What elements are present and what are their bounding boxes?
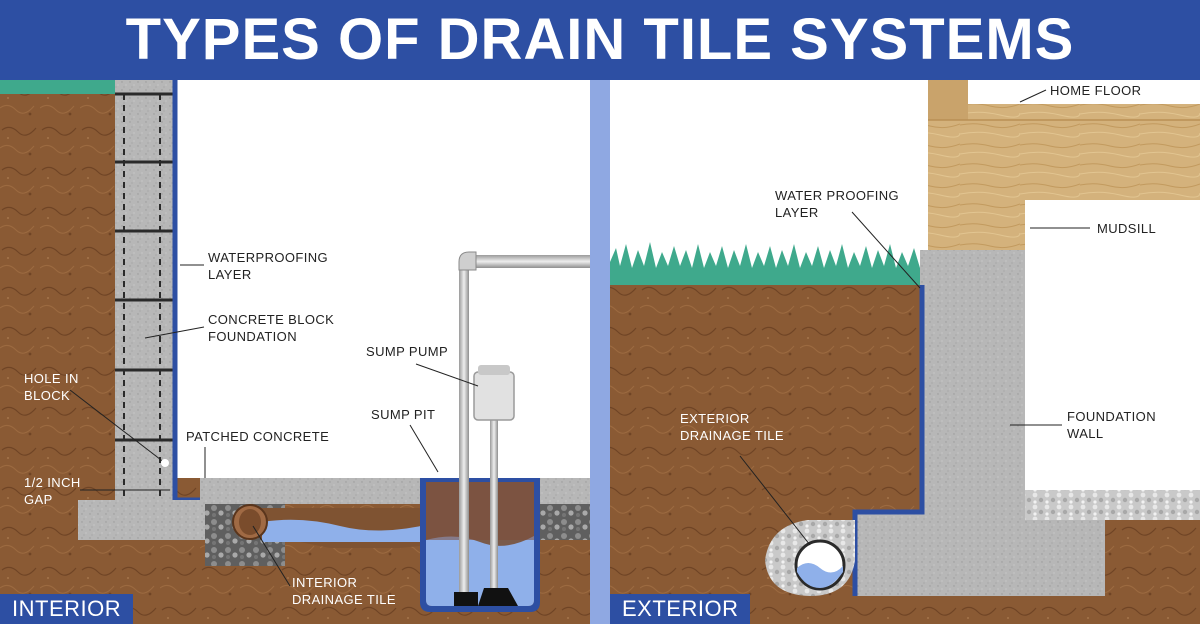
sump-pump-base-right — [478, 588, 518, 606]
interior-floor-slab-right — [534, 478, 590, 504]
gap-label-line2: GAP — [24, 492, 53, 507]
hole-in-block-marker — [161, 459, 169, 467]
concrete-block-label: CONCRETE BLOCK FOUNDATION — [208, 311, 334, 345]
concrete-block-label-line2: FOUNDATION — [208, 329, 297, 344]
waterproofing-layer-label-line1: WATERPROOFING — [208, 250, 329, 265]
sump-pump-body — [473, 371, 515, 421]
exterior-waterproofing-label-line1: WATER PROOFING — [775, 188, 900, 203]
sump-pipe-elbow — [458, 251, 477, 271]
waterproofing-layer-label-line2: LAYER — [208, 267, 252, 282]
interior-leader-lines — [69, 264, 479, 587]
block-mortar-lines — [123, 94, 161, 500]
exterior-panel — [610, 80, 1200, 624]
foundation-wall-label: FOUNDATION WALL — [1067, 408, 1156, 442]
exterior-basement-space — [1025, 200, 1200, 490]
hole-in-block-label: HOLE IN BLOCK — [24, 370, 79, 404]
sump-discharge-pipe — [459, 270, 469, 600]
exterior-drainage-tile-label-line1: EXTERIOR — [680, 411, 750, 426]
exterior-foundation-wall — [920, 250, 1025, 512]
hole-in-block-label-line1: HOLE IN — [24, 371, 79, 386]
interior-drainage-tile-label-line1: INTERIOR — [292, 575, 358, 590]
sump-pit-shadow — [426, 482, 534, 540]
interior-floor-slab — [200, 478, 428, 504]
mudsill-label: MUDSILL — [1097, 221, 1157, 236]
interior-drainage-tile-label-line2: DRAINAGE TILE — [292, 592, 396, 607]
exterior-grass — [610, 242, 926, 285]
exterior-pipe-water — [797, 563, 843, 588]
foundation-wall-label-line2: WALL — [1067, 426, 1104, 441]
exterior-waterproofing-label-line2: LAYER — [775, 205, 819, 220]
interior-panel — [0, 80, 590, 624]
exterior-footing — [855, 512, 1105, 596]
drain-channel-water — [262, 519, 430, 542]
diagram-title: TYPES OF DRAIN TILE SYSTEMS — [125, 7, 1075, 72]
home-floor-label: HOME FLOOR — [1050, 83, 1142, 98]
interior-basement-space — [176, 80, 590, 478]
home-floor-space — [968, 80, 1200, 104]
exterior-floor-slab — [1025, 490, 1200, 520]
interior-grass-strip — [0, 80, 115, 94]
waterproofing-layer-label: WATERPROOFING LAYER — [208, 249, 328, 283]
gap-label-line1: 1/2 INCH — [24, 475, 81, 490]
exterior-leader-lines — [739, 89, 1090, 546]
panel-divider — [590, 80, 610, 624]
joist-end — [928, 80, 968, 120]
concrete-block-label-line1: CONCRETE BLOCK — [208, 312, 335, 327]
patched-concrete-label: PATCHED CONCRETE — [186, 429, 330, 444]
hole-in-block-label-line2: BLOCK — [24, 388, 71, 403]
exterior-section-label: EXTERIOR — [610, 594, 751, 624]
interior-drainage-tile-label: INTERIOR DRAINAGE TILE — [292, 574, 396, 608]
interior-section-label: INTERIOR — [0, 594, 134, 624]
sump-pump-cap — [478, 365, 510, 375]
exterior-waterproofing-label: WATER PROOFING LAYER — [775, 187, 899, 221]
exterior-drainage-tile-label-line2: DRAINAGE TILE — [680, 428, 784, 443]
foundation-wall-label-line1: FOUNDATION — [1067, 409, 1156, 424]
exterior-drainage-tile-label: EXTERIOR DRAINAGE TILE — [680, 410, 784, 444]
title-bar: TYPES OF DRAIN TILE SYSTEMS — [0, 0, 1200, 80]
sump-float-rod — [490, 420, 498, 600]
sump-horizontal-pipe — [468, 255, 590, 268]
sump-pump-label: SUMP PUMP — [366, 344, 449, 359]
sump-pump-base-left — [454, 592, 478, 606]
sump-pit-water — [426, 536, 534, 606]
interior-drainage-pipe-opening — [239, 509, 261, 535]
gap-label: 1/2 INCH GAP — [24, 474, 81, 508]
interior-gravel-right — [534, 504, 590, 540]
sump-pit-label: SUMP PIT — [371, 407, 436, 422]
